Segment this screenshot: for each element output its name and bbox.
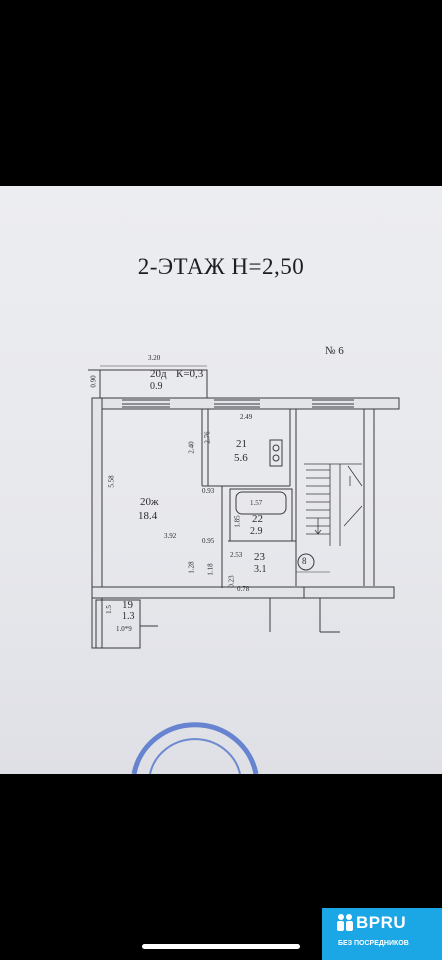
dim-0-78: 0.78 xyxy=(237,585,250,593)
logo-text: BPRU xyxy=(356,913,407,932)
dim-1-18: 1.18 xyxy=(206,563,215,576)
dim-2-40: 2.40 xyxy=(187,441,196,454)
marker-number: 8 xyxy=(302,556,307,566)
dim-1-57: 1.57 xyxy=(250,499,263,507)
hall-area: 3.1 xyxy=(254,564,267,575)
dim-3-20: 3.20 xyxy=(148,354,161,362)
closet-id: 19 xyxy=(122,599,133,611)
dim-0-90: 0.90 xyxy=(89,375,98,388)
living-area: 18.4 xyxy=(138,510,158,522)
dim-2-49: 2.49 xyxy=(240,413,253,421)
dim-2-53: 2.53 xyxy=(230,551,243,559)
dim-0-95: 0.95 xyxy=(202,537,215,545)
dim-1-0x9: 1.0*9 xyxy=(116,625,132,633)
bath-id: 22 xyxy=(252,513,263,525)
stamp-ring xyxy=(131,722,259,774)
kitchen-area: 5.6 xyxy=(234,452,248,464)
bottom-wall-right xyxy=(303,586,395,599)
logo-subtitle: БЕЗ ПОСРЕДНИКОВ xyxy=(338,940,409,947)
dim-0-93: 0.93 xyxy=(202,487,215,495)
dim-2-76: 2.76 xyxy=(203,431,212,444)
bath-area: 2.9 xyxy=(250,526,263,537)
stove xyxy=(269,439,283,467)
marker-circle xyxy=(297,553,315,571)
dim-1-5: 1.5 xyxy=(104,605,113,614)
left-wall xyxy=(91,397,103,649)
dim-1-85: 1.85 xyxy=(233,515,242,528)
closet-outline xyxy=(95,599,141,649)
balcony-area: 0.9 xyxy=(150,381,163,392)
dim-5-58: 5.58 xyxy=(107,475,116,488)
living-id: 20ж xyxy=(140,496,159,508)
dim-1-28: 1.28 xyxy=(187,561,196,574)
dim-3-92: 3.92 xyxy=(164,532,177,540)
apartment-number: № 6 xyxy=(325,345,344,357)
people-icon xyxy=(337,914,353,931)
staircase xyxy=(304,463,363,546)
bottom-wall xyxy=(91,586,305,599)
floor-plan-photo: 2-ЭТАЖ Н=2,50 xyxy=(0,186,442,774)
bathtub xyxy=(235,491,287,515)
kitchen-id: 21 xyxy=(236,438,247,450)
plan-title: 2-ЭТАЖ Н=2,50 xyxy=(137,254,305,279)
closet-area: 1.3 xyxy=(122,611,135,622)
home-indicator[interactable] xyxy=(142,944,300,949)
floor-plan-drawing xyxy=(88,365,400,774)
hall-id: 23 xyxy=(254,551,265,563)
coefficient: К=0,3 xyxy=(176,368,204,380)
dim-0-23: 0.23 xyxy=(227,575,236,588)
balcony-id: 20д xyxy=(150,368,167,380)
